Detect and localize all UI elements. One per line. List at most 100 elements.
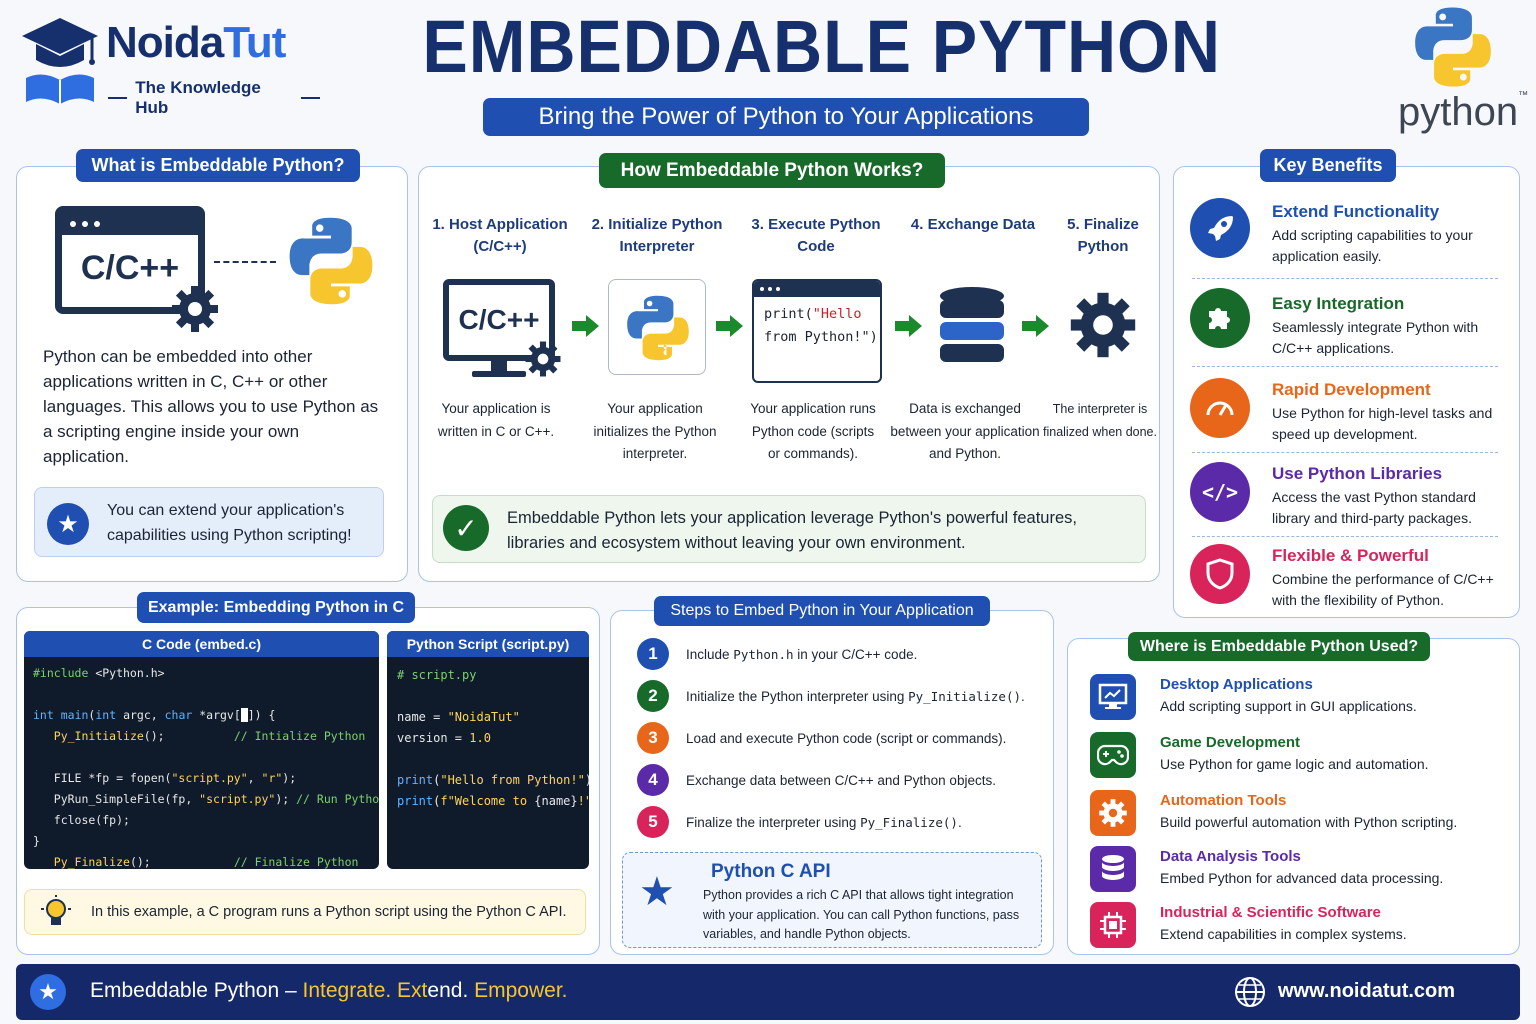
gear-icon bbox=[1090, 790, 1136, 836]
use-title: Game Development bbox=[1160, 734, 1301, 751]
how-step-desc: Your application is written in C or C++. bbox=[437, 401, 555, 439]
use-desc: Embed Python for advanced data processin… bbox=[1160, 870, 1444, 886]
embed-step: 2 Initialize the Python interpreter using… bbox=[637, 679, 1047, 713]
api-desc: Python provides a rich C API that allows… bbox=[703, 888, 1020, 941]
how-note: ✓ Embeddable Python lets your applicatio… bbox=[432, 495, 1146, 563]
what-tip-text: You can extend your application's capabi… bbox=[107, 502, 352, 544]
chip-icon bbox=[1090, 902, 1136, 948]
footer-url[interactable]: www.noidatut.com bbox=[1278, 980, 1456, 1002]
desktop-monitor-icon bbox=[1090, 674, 1136, 720]
example-tip: In this example, a C program runs a Pyth… bbox=[24, 889, 586, 935]
connector-dashes bbox=[214, 261, 276, 263]
what-tip: ★ You can extend your application's capa… bbox=[34, 487, 384, 557]
step-number-badge: 2 bbox=[637, 680, 669, 712]
python-wordmark: python™ bbox=[1398, 90, 1529, 134]
use-desc: Add scripting support in GUI application… bbox=[1160, 698, 1417, 714]
uses-heading: Where is Embeddable Python Used? bbox=[1128, 632, 1430, 661]
puzzle-icon bbox=[1190, 288, 1250, 348]
brand-name: NoidaTut bbox=[106, 18, 286, 67]
footer-slogan: Embeddable Python – Integrate. Extend. E… bbox=[90, 979, 568, 1002]
step-number-badge: 3 bbox=[637, 722, 669, 754]
gear-icon bbox=[525, 341, 561, 377]
step-text: Include Python.h in your C/C++ code. bbox=[686, 646, 918, 662]
python-code-block: Python Script (script.py) # script.py na… bbox=[387, 631, 589, 869]
step-text: Initialize the Python interpreter using … bbox=[686, 688, 1025, 704]
how-step-desc: Your application initializes the Python … bbox=[593, 401, 717, 461]
use-desc: Extend capabilities in complex systems. bbox=[1160, 926, 1407, 942]
how-note-text: Embeddable Python lets your application … bbox=[507, 509, 1077, 552]
python-logo-icon bbox=[289, 217, 373, 305]
step-text: Load and execute Python code (script or … bbox=[686, 730, 1007, 746]
database-icon bbox=[940, 287, 1004, 362]
divider bbox=[1192, 452, 1498, 453]
checkmark-icon: ✓ bbox=[443, 505, 489, 551]
steps-heading: Steps to Embed Python in Your Applicatio… bbox=[654, 596, 990, 626]
use-title: Data Analysis Tools bbox=[1160, 848, 1301, 865]
python-code: # script.py name = "NoidaTut" version = … bbox=[397, 668, 589, 808]
use-desc: Use Python for game logic and automation… bbox=[1160, 756, 1429, 772]
what-heading: What is Embeddable Python? bbox=[76, 149, 360, 182]
use-title: Desktop Applications bbox=[1160, 676, 1313, 693]
gear-icon bbox=[172, 286, 218, 332]
brand-tagline: The Knowledge Hub bbox=[108, 78, 320, 118]
use-desc: Build powerful automation with Python sc… bbox=[1160, 814, 1458, 830]
python-code-header: Python Script (script.py) bbox=[387, 631, 589, 657]
how-heading: How Embeddable Python Works? bbox=[599, 153, 945, 188]
divider bbox=[1192, 366, 1498, 367]
benefits-heading: Key Benefits bbox=[1260, 149, 1396, 182]
arrow-right-icon bbox=[895, 315, 922, 337]
use-title: Industrial & Scientific Software bbox=[1160, 904, 1381, 921]
benefit-item: Easy Integration Seamlessly integrate Py… bbox=[1190, 288, 1510, 368]
star-icon: ★ bbox=[47, 503, 89, 545]
gear-icon bbox=[1070, 292, 1136, 358]
arrow-right-icon bbox=[716, 315, 743, 337]
rocket-icon bbox=[1190, 198, 1250, 258]
how-step-desc: Your application runs Python code (scrip… bbox=[750, 401, 876, 461]
code-icon: </> bbox=[1190, 462, 1250, 522]
python-logo-icon bbox=[1415, 7, 1491, 87]
python-logo-icon bbox=[627, 295, 689, 361]
step-number-badge: 5 bbox=[637, 806, 669, 838]
cpp-window-illustration: C/C++ bbox=[55, 206, 205, 314]
python-logo: python™ bbox=[1396, 4, 1529, 134]
how-step-desc: Data is exchanged between your applicati… bbox=[890, 401, 1040, 461]
monitor-illustration: C/C++ bbox=[443, 279, 555, 379]
footer: ★ Embeddable Python – Integrate. Extend.… bbox=[16, 964, 1520, 1020]
uses-panel bbox=[1067, 638, 1520, 955]
c-code: #include <Python.h> int main(int argc, c… bbox=[33, 666, 379, 869]
benefit-item: Extend Functionality Add scripting capab… bbox=[1190, 198, 1510, 278]
page-subtitle: Bring the Power of Python to Your Applic… bbox=[483, 98, 1089, 136]
use-title: Automation Tools bbox=[1160, 792, 1287, 809]
page-title: EMBEDDABLE PYTHON bbox=[422, 5, 1222, 88]
graduation-cap-icon bbox=[22, 18, 98, 104]
example-tip-text: In this example, a C program runs a Pyth… bbox=[91, 904, 567, 920]
lightbulb-icon bbox=[39, 894, 73, 932]
star-icon: ★ bbox=[30, 974, 66, 1010]
c-code-block: C Code (embed.c) #include <Python.h> int… bbox=[24, 631, 379, 869]
how-step-title: 4. Exchange Data bbox=[910, 216, 1036, 233]
example-heading: Example: Embedding Python in C bbox=[137, 592, 415, 623]
api-title: Python C API bbox=[711, 861, 831, 882]
embed-step: 3 Load and execute Python code (script or… bbox=[637, 721, 1047, 755]
globe-icon bbox=[1235, 977, 1265, 1007]
database-icon bbox=[1090, 846, 1136, 892]
how-step-title: 5. Finalize Python bbox=[1067, 216, 1139, 255]
how-step-desc: The interpreter is finalized when done. bbox=[1043, 402, 1157, 439]
python-c-api-box: ★ Python C API Python provides a rich C … bbox=[622, 852, 1042, 948]
brand-logo: NoidaTut The Knowledge Hub bbox=[20, 14, 320, 117]
how-step-title: 2. Initialize Python Interpreter bbox=[591, 216, 723, 255]
arrow-right-icon bbox=[572, 315, 599, 337]
divider bbox=[1192, 278, 1498, 279]
how-step-title: 3. Execute Python Code bbox=[751, 216, 881, 255]
benefit-item: Rapid Development Use Python for high-le… bbox=[1190, 376, 1510, 456]
divider bbox=[1192, 536, 1498, 537]
what-body: Python can be embedded into other applic… bbox=[43, 347, 379, 466]
benefit-item: </> Use Python Libraries Access the vast… bbox=[1190, 460, 1510, 540]
